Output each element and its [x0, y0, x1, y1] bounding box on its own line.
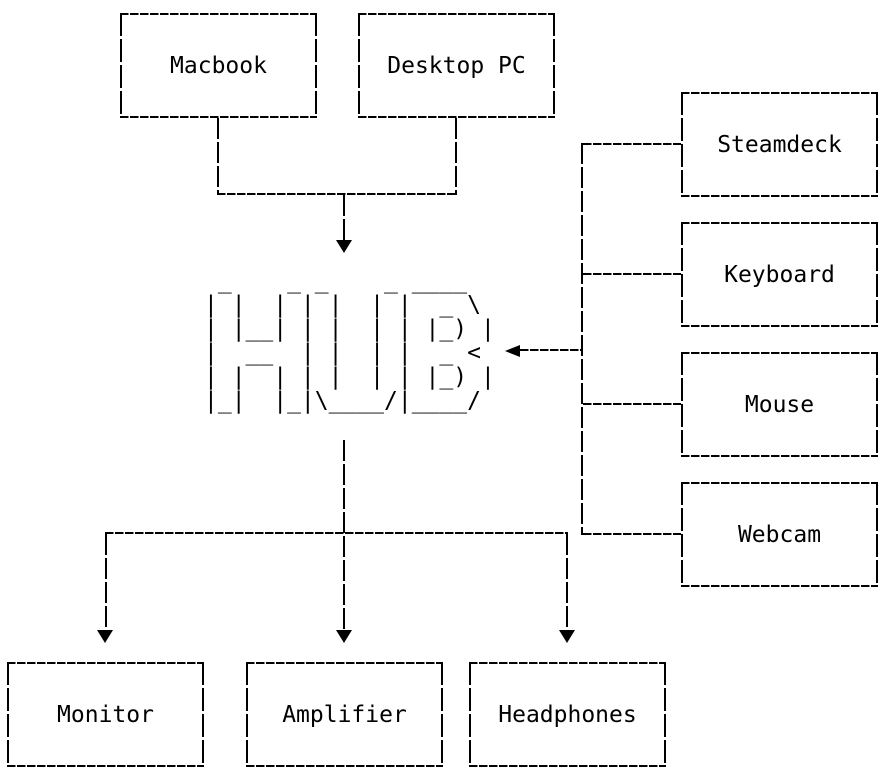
node-macbook-label: Macbook — [170, 52, 267, 79]
node-keyboard-label: Keyboard — [724, 261, 835, 288]
edge-webcam-branch — [583, 533, 681, 535]
node-amplifier-label: Amplifier — [282, 701, 407, 728]
node-desktop-pc-label: Desktop PC — [387, 52, 526, 79]
node-mouse: Mouse — [681, 352, 878, 457]
edge-peripherals-to-hub — [520, 349, 583, 351]
edge-hub-to-outputs — [343, 440, 345, 630]
edge-macbook-drop — [217, 118, 219, 195]
edge-steamdeck-branch — [583, 143, 681, 145]
node-webcam-label: Webcam — [737, 521, 822, 548]
node-macbook: Macbook — [120, 13, 317, 118]
edge-inputs-to-hub — [343, 195, 345, 240]
node-headphones: Headphones — [469, 662, 666, 767]
node-mouse-label: Mouse — [744, 391, 815, 418]
headphones-arrowhead-icon — [559, 630, 575, 643]
node-monitor: Monitor — [7, 662, 204, 767]
edge-outputs-distribution — [105, 532, 568, 534]
edge-headphones-drop — [566, 534, 568, 628]
node-headphones-label: Headphones — [498, 701, 637, 728]
edge-monitor-drop — [105, 534, 107, 628]
edge-peripherals-trunk — [581, 143, 583, 535]
hub-ascii-art: _ _ _ _ ____ | | | | | | | _ \ | |__| | … — [204, 268, 495, 414]
node-desktop-pc: Desktop PC — [358, 13, 555, 118]
edge-desktop-pc-drop — [455, 118, 457, 195]
hub-arrowhead-down-icon — [336, 240, 352, 253]
node-steamdeck: Steamdeck — [681, 92, 878, 197]
node-webcam: Webcam — [681, 482, 878, 587]
amplifier-arrowhead-icon — [336, 630, 352, 643]
node-keyboard: Keyboard — [681, 222, 878, 327]
edge-inputs-join — [217, 193, 457, 195]
monitor-arrowhead-icon — [97, 630, 113, 643]
edge-keyboard-branch — [583, 273, 681, 275]
hub-arrowhead-left-icon — [505, 345, 520, 357]
node-steamdeck-label: Steamdeck — [717, 131, 842, 158]
node-monitor-label: Monitor — [57, 701, 154, 728]
edge-mouse-branch — [583, 403, 681, 405]
node-amplifier: Amplifier — [246, 662, 443, 767]
